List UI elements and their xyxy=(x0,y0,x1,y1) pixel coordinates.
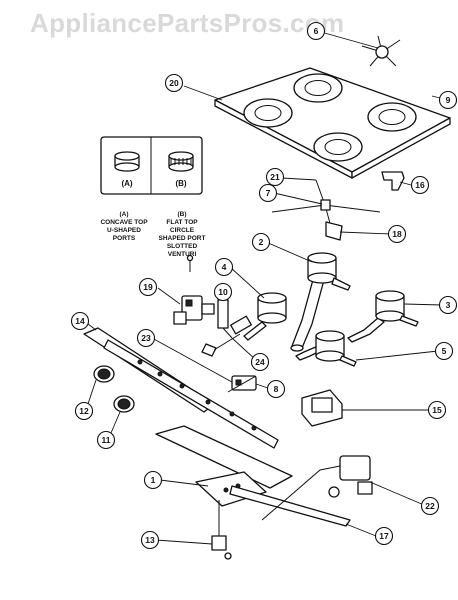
callout-14: 14 xyxy=(70,311,90,331)
svg-text:23: 23 xyxy=(141,333,151,343)
svg-text:14: 14 xyxy=(75,316,85,326)
knob-11 xyxy=(113,395,135,413)
callout-3: 3 xyxy=(438,295,458,315)
leader-lines xyxy=(85,31,449,545)
inset-label-b: (B) xyxy=(175,179,186,188)
callout-23: 23 xyxy=(136,328,156,348)
burner-opening-right xyxy=(367,102,417,132)
callout-4: 4 xyxy=(214,257,234,277)
orifice-assembly xyxy=(201,299,252,357)
callout-13: 13 xyxy=(140,530,160,550)
inset-caption-b: (B) FLAT TOP CIRCLE SHAPED PORT SLOTTED … xyxy=(159,211,206,258)
burner-left xyxy=(243,292,287,341)
callout-20: 20 xyxy=(164,73,184,93)
valve-assembly-22 xyxy=(261,455,373,521)
svg-text:VENTURI: VENTURI xyxy=(168,251,197,258)
inset-label-a: (A) xyxy=(121,179,132,188)
callout-5: 5 xyxy=(434,341,454,361)
burner-opening-left xyxy=(243,98,293,128)
svg-text:SHAPED PORT: SHAPED PORT xyxy=(159,235,206,242)
burner-grate xyxy=(361,35,401,67)
callout-19: 19 xyxy=(138,277,158,297)
svg-text:8: 8 xyxy=(274,384,279,394)
callout-2: 2 xyxy=(251,232,271,252)
svg-text:24: 24 xyxy=(255,357,265,367)
knob-12 xyxy=(93,365,115,383)
burner-cap-inset: (A) (B) xyxy=(100,136,203,195)
callout-16: 16 xyxy=(410,175,430,195)
inset-caption-a: (A) CONCAVE TOP U-SHAPED PORTS xyxy=(100,211,148,242)
manifold-rail xyxy=(83,327,279,449)
callout-22: 22 xyxy=(420,496,440,516)
svg-text:SLOTTED: SLOTTED xyxy=(167,243,198,250)
cooktop-panel xyxy=(214,67,451,179)
bracket xyxy=(381,171,405,191)
callout-6: 6 xyxy=(306,21,326,41)
svg-text:16: 16 xyxy=(415,180,425,190)
burner-right xyxy=(347,290,419,343)
svg-text:1: 1 xyxy=(151,475,156,485)
callout-9: 9 xyxy=(438,90,458,110)
svg-text:21: 21 xyxy=(270,172,280,182)
svg-text:U-SHAPED: U-SHAPED xyxy=(107,227,141,234)
svg-text:19: 19 xyxy=(143,282,153,292)
svg-text:5: 5 xyxy=(442,346,447,356)
callout-24: 24 xyxy=(250,352,270,372)
svg-text:18: 18 xyxy=(392,229,402,239)
burner-support-frame xyxy=(271,179,381,241)
svg-text:17: 17 xyxy=(379,531,389,541)
svg-text:3: 3 xyxy=(446,300,451,310)
callout-21: 21 xyxy=(265,167,285,187)
burner-top xyxy=(290,252,351,352)
svg-text:20: 20 xyxy=(169,78,179,88)
watermark-text: AppliancePartsPros.com xyxy=(30,8,345,38)
callout-8: 8 xyxy=(266,379,286,399)
svg-text:13: 13 xyxy=(145,535,155,545)
svg-text:(B): (B) xyxy=(177,211,186,218)
svg-text:CONCAVE TOP: CONCAVE TOP xyxy=(100,219,148,226)
callout-18: 18 xyxy=(387,224,407,244)
burner-opening-back xyxy=(293,73,343,103)
callout-15: 15 xyxy=(427,400,447,420)
concave-top-cap-icon xyxy=(114,151,140,172)
callout-7: 7 xyxy=(258,183,278,203)
callout-10: 10 xyxy=(213,282,233,302)
flat-top-cap-icon xyxy=(168,151,194,172)
svg-text:22: 22 xyxy=(425,501,435,511)
burner-front xyxy=(295,330,357,367)
lower-bracket xyxy=(155,425,351,560)
svg-text:PORTS: PORTS xyxy=(113,235,136,242)
svg-text:CIRCLE: CIRCLE xyxy=(170,227,195,234)
valve-8 xyxy=(227,375,257,393)
svg-text:2: 2 xyxy=(259,237,264,247)
svg-text:(A): (A) xyxy=(119,211,128,218)
callout-12: 12 xyxy=(74,401,94,421)
svg-text:6: 6 xyxy=(314,26,319,36)
svg-text:12: 12 xyxy=(79,406,89,416)
svg-text:11: 11 xyxy=(102,435,111,445)
ignition-valve-assembly xyxy=(173,254,215,325)
callout-17: 17 xyxy=(374,526,394,546)
svg-text:10: 10 xyxy=(218,287,228,297)
svg-text:7: 7 xyxy=(266,188,271,198)
svg-text:9: 9 xyxy=(446,95,451,105)
callout-11: 11 xyxy=(96,430,116,450)
svg-text:15: 15 xyxy=(432,405,442,415)
regulator xyxy=(301,389,343,427)
burner-opening-front xyxy=(313,132,363,162)
svg-text:4: 4 xyxy=(222,262,227,272)
callout-1: 1 xyxy=(143,470,163,490)
svg-text:FLAT TOP: FLAT TOP xyxy=(166,219,198,226)
